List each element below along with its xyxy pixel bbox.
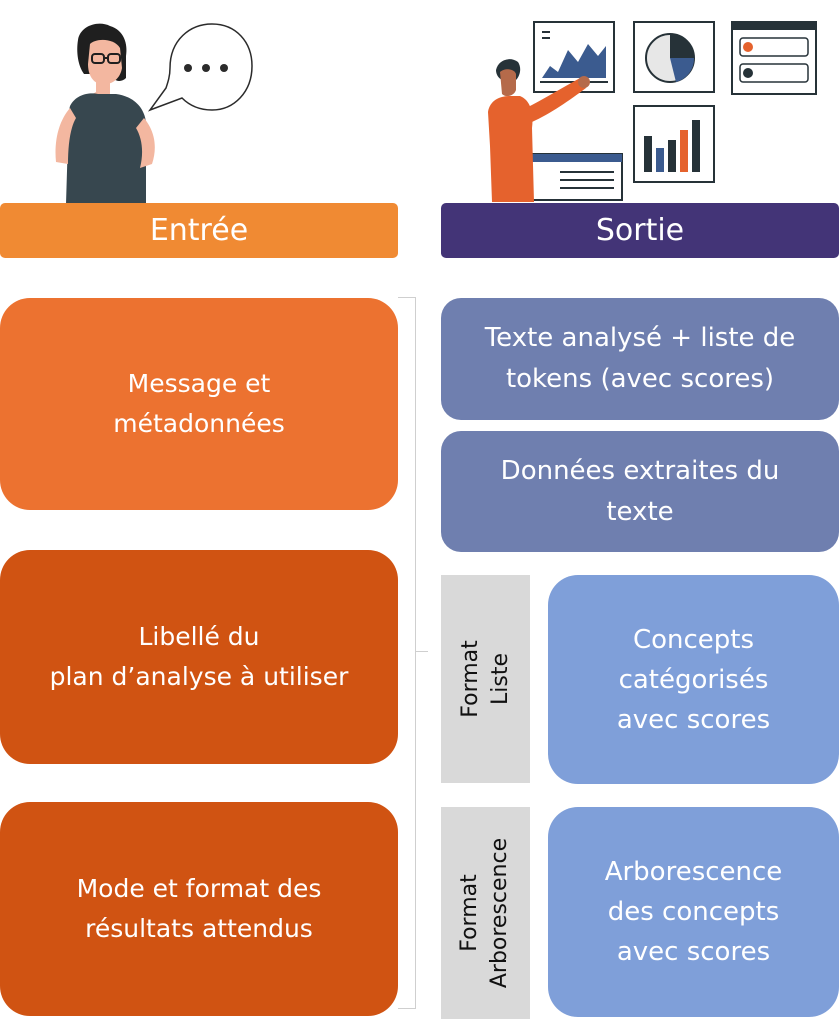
format-box-text: avec scores [616, 704, 771, 735]
input-header: Entrée [0, 203, 398, 258]
man-icon [488, 59, 590, 202]
output-box-extracted-data: Données extraites du texte [441, 431, 839, 552]
format-box-text: catégorisés [618, 664, 769, 695]
input-header-label: Entrée [149, 213, 249, 248]
profile-cards-icon [731, 21, 817, 95]
input-box-text: Mode et format des [76, 874, 322, 903]
dashboard-man-illustration [488, 21, 817, 202]
bar-chart-icon [633, 105, 715, 183]
bracket-connector [398, 297, 416, 1009]
output-box-text: Texte analysé + liste de [484, 323, 796, 353]
input-box-text: Message et [127, 369, 271, 398]
input-box-text: métadonnées [113, 409, 285, 438]
input-box-text: Libellé du [138, 622, 260, 651]
output-box-text: tokens (avec scores) [505, 364, 775, 394]
format-box-text: des concepts [607, 897, 780, 927]
format-tab-text: Format [457, 640, 483, 718]
format-box-arborescence: Arborescence des concepts avec scores [548, 807, 839, 1017]
thinking-woman-illustration [55, 23, 253, 204]
bracket-tick [416, 651, 428, 652]
format-box-text: avec scores [616, 937, 771, 967]
area-chart-icon [533, 21, 615, 93]
format-tab-liste: Format Liste [441, 575, 530, 783]
format-box-text: Arborescence [604, 857, 783, 887]
pie-chart-icon [633, 21, 715, 93]
format-tab-arborescence: Format Arborescence [441, 807, 530, 1019]
format-tab-text: Format [457, 874, 483, 952]
speech-bubble-icon [147, 23, 253, 112]
output-box-text: texte [606, 496, 674, 527]
input-box-message: Message et métadonnées [0, 298, 398, 510]
output-box-text: Données extraites du [500, 455, 780, 486]
format-box-concepts: Concepts catégorisés avec scores [548, 575, 839, 784]
format-box-text: Concepts [632, 624, 755, 655]
input-box-mode: Mode et format des résultats attendus [0, 802, 398, 1016]
output-box-analysed-text: Texte analysé + liste de tokens (avec sc… [441, 298, 839, 420]
input-box-text: plan d’analyse à utiliser [49, 662, 349, 691]
input-box-text: résultats attendus [85, 914, 313, 943]
browser-window-icon [529, 153, 623, 201]
format-tab-text: Liste [487, 653, 513, 705]
input-box-plan: Libellé du plan d’analyse à utiliser [0, 550, 398, 764]
output-header: Sortie [441, 203, 839, 258]
output-header-label: Sortie [595, 213, 685, 248]
format-tab-text: Arborescence [487, 837, 513, 989]
